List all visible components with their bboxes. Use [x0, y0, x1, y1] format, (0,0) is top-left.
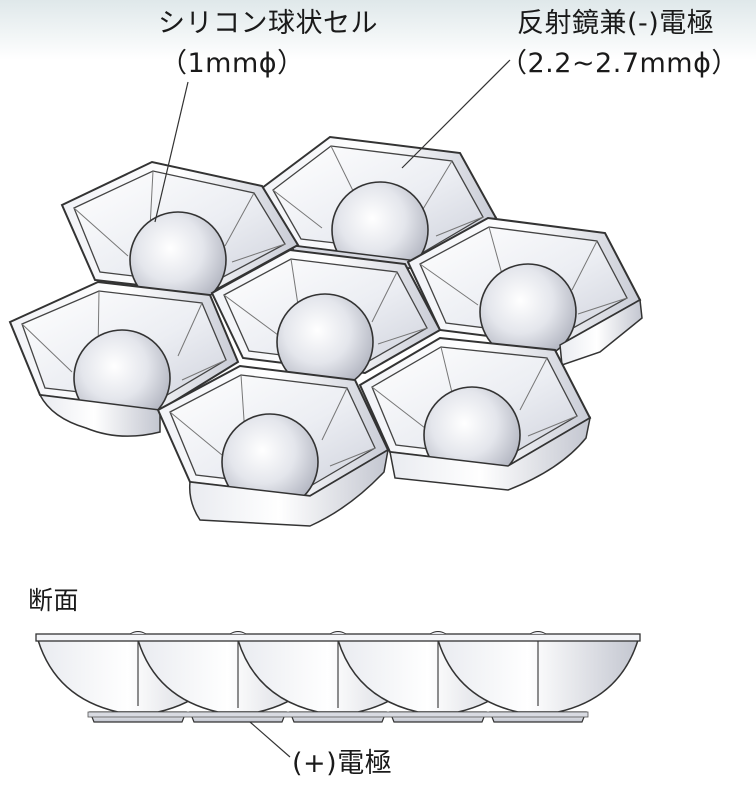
- mirror-size-label: （2.2~2.7mmϕ）: [500, 48, 739, 79]
- cell-title-label: シリコン球状セル: [158, 8, 378, 39]
- reflector-cup: [8, 280, 240, 437]
- reflector-cup: [156, 364, 390, 527]
- section-label: 断面: [28, 586, 80, 615]
- reflector-cup: [210, 248, 442, 391]
- mirror-title-label: 反射鏡兼(-)電極: [517, 8, 715, 39]
- reflector-cup: [406, 216, 643, 367]
- mirror-leader-line: [401, 59, 511, 169]
- header-gradient: [0, 0, 756, 60]
- plus-electrode-label: (+)電極: [292, 748, 393, 779]
- reflector-cup: [358, 336, 592, 491]
- reflector-cup: [60, 160, 300, 309]
- plus-electrode-leader-line: [249, 721, 291, 758]
- cross-section: [35, 631, 641, 723]
- cell-size-label: （1mmϕ）: [160, 48, 305, 79]
- cell-leader-line: [154, 81, 189, 223]
